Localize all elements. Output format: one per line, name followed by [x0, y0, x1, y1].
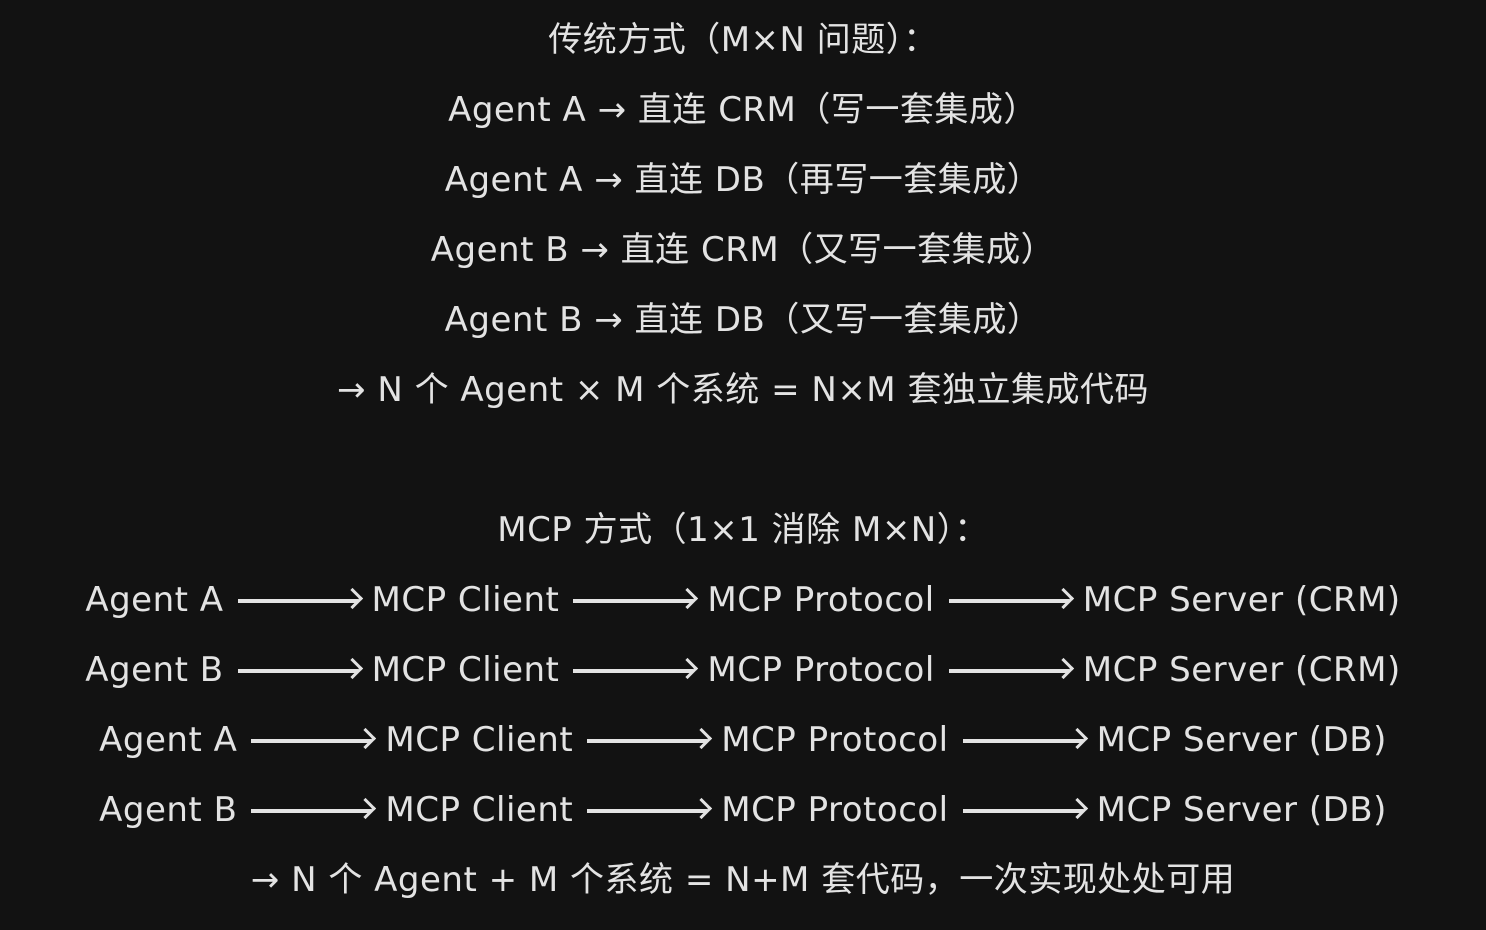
traditional-line-4: Agent B → 直连 DB（又写一套集成） — [444, 300, 1042, 340]
agent-node: Agent B — [99, 790, 238, 830]
arrow-right-icon — [573, 599, 694, 603]
agent-node: Agent A — [85, 580, 224, 620]
arrow-right-icon — [948, 669, 1069, 673]
client-node: MCP Client — [371, 650, 560, 690]
client-node: MCP Client — [385, 790, 574, 830]
server-node: MCP Server (DB) — [1096, 720, 1387, 760]
mcp-flow-row-1: Agent A MCP Client MCP Protocol MCP Serv… — [0, 578, 1486, 622]
client-node: MCP Client — [385, 720, 574, 760]
mcp-flow-row-4: Agent B MCP Client MCP Protocol MCP Serv… — [0, 788, 1486, 832]
server-node: MCP Server (CRM) — [1082, 580, 1401, 620]
traditional-line-3: Agent B → 直连 CRM（又写一套集成） — [430, 230, 1056, 270]
arrow-right-icon — [251, 809, 372, 813]
arrow-right-icon — [237, 669, 358, 673]
arrow-right-icon — [587, 809, 708, 813]
mcp-summary: → N 个 Agent + M 个系统 = N+M 套代码，一次实现处处可用 — [250, 860, 1236, 900]
arrow-right-icon — [962, 739, 1083, 743]
arrow-right-icon — [587, 739, 708, 743]
agent-node: Agent B — [85, 650, 224, 690]
traditional-line-2: Agent A → 直连 DB（再写一套集成） — [444, 160, 1042, 200]
arrow-right-icon — [573, 669, 694, 673]
traditional-summary: → N 个 Agent × M 个系统 = N×M 套独立集成代码 — [337, 370, 1149, 410]
traditional-heading: 传统方式（M×N 问题）： — [548, 20, 938, 60]
protocol-node: MCP Protocol — [707, 580, 935, 620]
server-node: MCP Server (DB) — [1096, 790, 1387, 830]
agent-node: Agent A — [99, 720, 238, 760]
mcp-flow-row-3: Agent A MCP Client MCP Protocol MCP Serv… — [0, 718, 1486, 762]
protocol-node: MCP Protocol — [707, 650, 935, 690]
arrow-right-icon — [948, 599, 1069, 603]
mcp-heading: MCP 方式（1×1 消除 M×N）： — [497, 510, 989, 550]
traditional-line-1: Agent A → 直连 CRM（写一套集成） — [448, 90, 1038, 130]
client-node: MCP Client — [371, 580, 560, 620]
arrow-right-icon — [237, 599, 358, 603]
protocol-node: MCP Protocol — [721, 720, 949, 760]
mcp-flow-row-2: Agent B MCP Client MCP Protocol MCP Serv… — [0, 648, 1486, 692]
protocol-node: MCP Protocol — [721, 790, 949, 830]
arrow-right-icon — [962, 809, 1083, 813]
server-node: MCP Server (CRM) — [1082, 650, 1401, 690]
arrow-right-icon — [251, 739, 372, 743]
